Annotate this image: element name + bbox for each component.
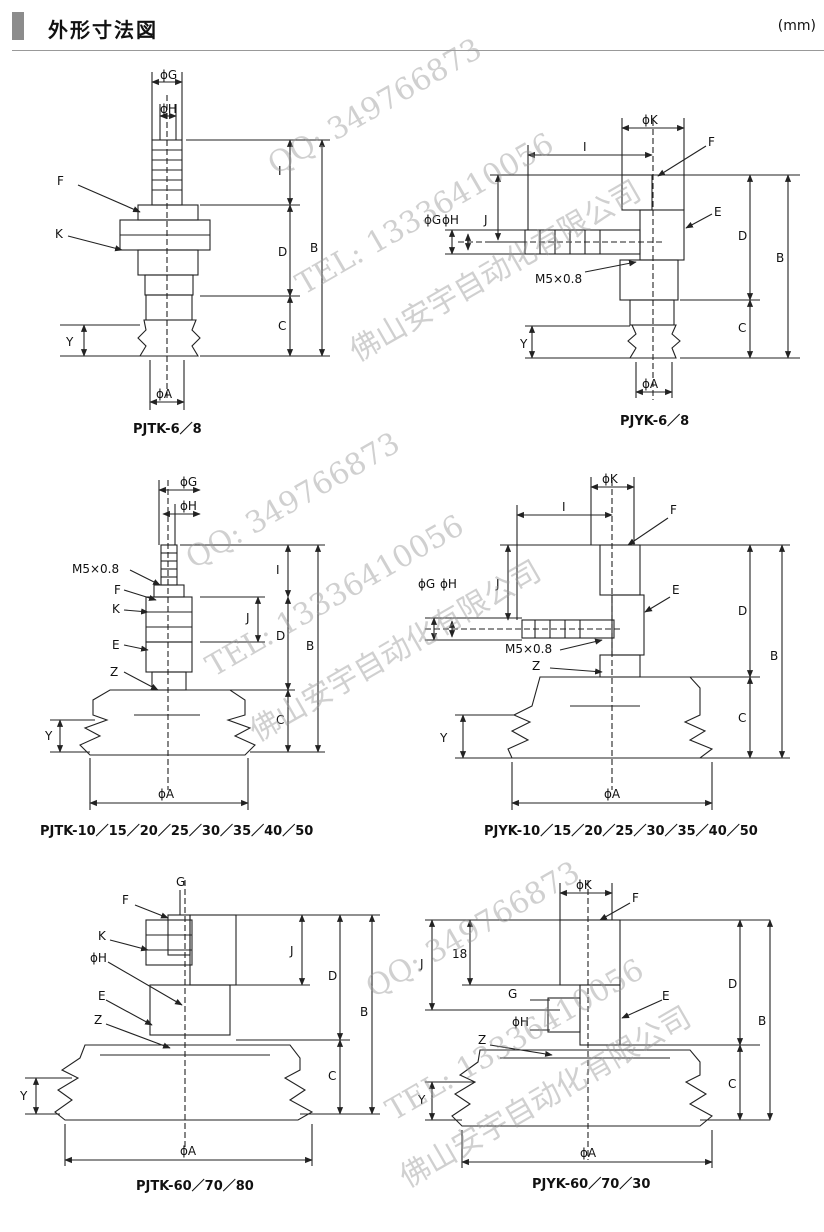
label-d: D bbox=[738, 229, 747, 243]
label-phi-a: ϕA bbox=[580, 1146, 597, 1160]
label-d: D bbox=[276, 629, 285, 643]
label-i: I bbox=[562, 500, 566, 514]
unit-label: (mm) bbox=[777, 18, 816, 34]
label-z: Z bbox=[478, 1033, 486, 1047]
page-title: 外形寸法図 bbox=[48, 18, 158, 42]
label-k: K bbox=[55, 227, 64, 241]
section-header: 外形寸法図 (mm) bbox=[12, 12, 824, 51]
label-i: I bbox=[276, 563, 280, 577]
label-18: 18 bbox=[452, 947, 467, 961]
drawing-pjyk-60-80 bbox=[425, 880, 774, 1168]
label-phi-h: ϕH bbox=[90, 951, 107, 965]
label-z: Z bbox=[110, 665, 118, 679]
label-b: B bbox=[306, 639, 314, 653]
label-c: C bbox=[328, 1069, 336, 1083]
label-phi-h: ϕH bbox=[440, 577, 457, 591]
label-y: Y bbox=[65, 335, 74, 349]
label-f: F bbox=[122, 893, 129, 907]
caption-pjyk-6-8: PJYK-6／8 bbox=[620, 414, 690, 429]
label-phi-g: ϕG bbox=[180, 475, 197, 489]
label-y: Y bbox=[439, 731, 448, 745]
caption-pjyk-10-50: PJYK-10／15／20／25／30／35／40／50 bbox=[484, 824, 758, 839]
label-c: C bbox=[738, 711, 746, 725]
label-b: B bbox=[360, 1005, 368, 1019]
label-i: I bbox=[278, 164, 282, 178]
label-phi-a: ϕA bbox=[156, 387, 173, 401]
label-d: D bbox=[728, 977, 737, 991]
label-b: B bbox=[310, 241, 318, 255]
label-phi-h: ϕH bbox=[180, 499, 197, 513]
label-e: E bbox=[662, 989, 670, 1003]
label-i: I bbox=[583, 140, 587, 154]
label-f: F bbox=[57, 174, 64, 188]
label-c: C bbox=[276, 713, 284, 727]
caption-pjtk-6-8: PJTK-6／8 bbox=[133, 422, 202, 437]
label-phi-h: ϕH bbox=[442, 213, 459, 227]
label-f: F bbox=[670, 503, 677, 517]
label-b: B bbox=[776, 251, 784, 265]
label-z: Z bbox=[532, 659, 540, 673]
label-e: E bbox=[672, 583, 680, 597]
label-phi-a: ϕA bbox=[180, 1144, 197, 1158]
label-phi-h: ϕH bbox=[160, 102, 177, 116]
label-b: B bbox=[758, 1014, 766, 1028]
caption-pjtk-10-50: PJTK-10／15／20／25／30／35／40／50 bbox=[40, 824, 314, 839]
caption-pjtk-60-80: PJTK-60／70／80 bbox=[136, 1179, 254, 1194]
label-phi-k: ϕK bbox=[642, 113, 659, 127]
label-j: J bbox=[483, 213, 488, 227]
drawing-pjtk-6-8 bbox=[60, 72, 330, 410]
label-phi-k: ϕK bbox=[602, 472, 619, 486]
label-k: K bbox=[98, 929, 107, 943]
label-z: Z bbox=[94, 1013, 102, 1027]
label-phi-g: ϕG bbox=[418, 577, 435, 591]
label-f: F bbox=[632, 891, 639, 905]
header-accent-bar bbox=[12, 12, 24, 40]
label-d: D bbox=[278, 245, 287, 259]
label-j: J bbox=[245, 611, 250, 625]
label-y: Y bbox=[417, 1093, 426, 1107]
label-g: G bbox=[508, 987, 517, 1001]
label-phi-a: ϕA bbox=[158, 787, 175, 801]
label-j: J bbox=[495, 577, 500, 591]
label-m5: M5×0.8 bbox=[72, 562, 119, 576]
header-divider bbox=[12, 50, 824, 51]
drawing-pjyk-10-50 bbox=[425, 477, 790, 810]
label-y: Y bbox=[519, 337, 528, 351]
label-m5: M5×0.8 bbox=[535, 272, 582, 286]
label-e: E bbox=[98, 989, 106, 1003]
label-c: C bbox=[738, 321, 746, 335]
label-k: K bbox=[112, 602, 121, 616]
label-phi-a: ϕA bbox=[642, 377, 659, 391]
label-f: F bbox=[114, 583, 121, 597]
label-phi-h: ϕH bbox=[512, 1015, 529, 1029]
label-d: D bbox=[738, 604, 747, 618]
label-c: C bbox=[728, 1077, 736, 1091]
label-phi-g: ϕG bbox=[160, 68, 177, 82]
drawing-pjyk-6-8 bbox=[445, 118, 800, 400]
label-d: D bbox=[328, 969, 337, 983]
label-f: F bbox=[708, 135, 715, 149]
label-e: E bbox=[714, 205, 722, 219]
label-j: J bbox=[289, 944, 294, 958]
drawing-pjtk-10-50 bbox=[50, 480, 325, 810]
drawing-pjtk-60-80 bbox=[25, 880, 380, 1166]
label-y: Y bbox=[19, 1089, 28, 1103]
label-e: E bbox=[112, 638, 120, 652]
label-g: G bbox=[176, 875, 185, 889]
label-y: Y bbox=[44, 729, 53, 743]
label-j: J bbox=[419, 957, 424, 971]
label-phi-a: ϕA bbox=[604, 787, 621, 801]
label-m5: M5×0.8 bbox=[505, 642, 552, 656]
label-c: C bbox=[278, 319, 286, 333]
label-phi-g: ϕG bbox=[424, 213, 441, 227]
label-b: B bbox=[770, 649, 778, 663]
label-phi-k: ϕK bbox=[576, 878, 593, 892]
caption-pjyk-60-80: PJYK-60／70／30 bbox=[532, 1177, 651, 1192]
